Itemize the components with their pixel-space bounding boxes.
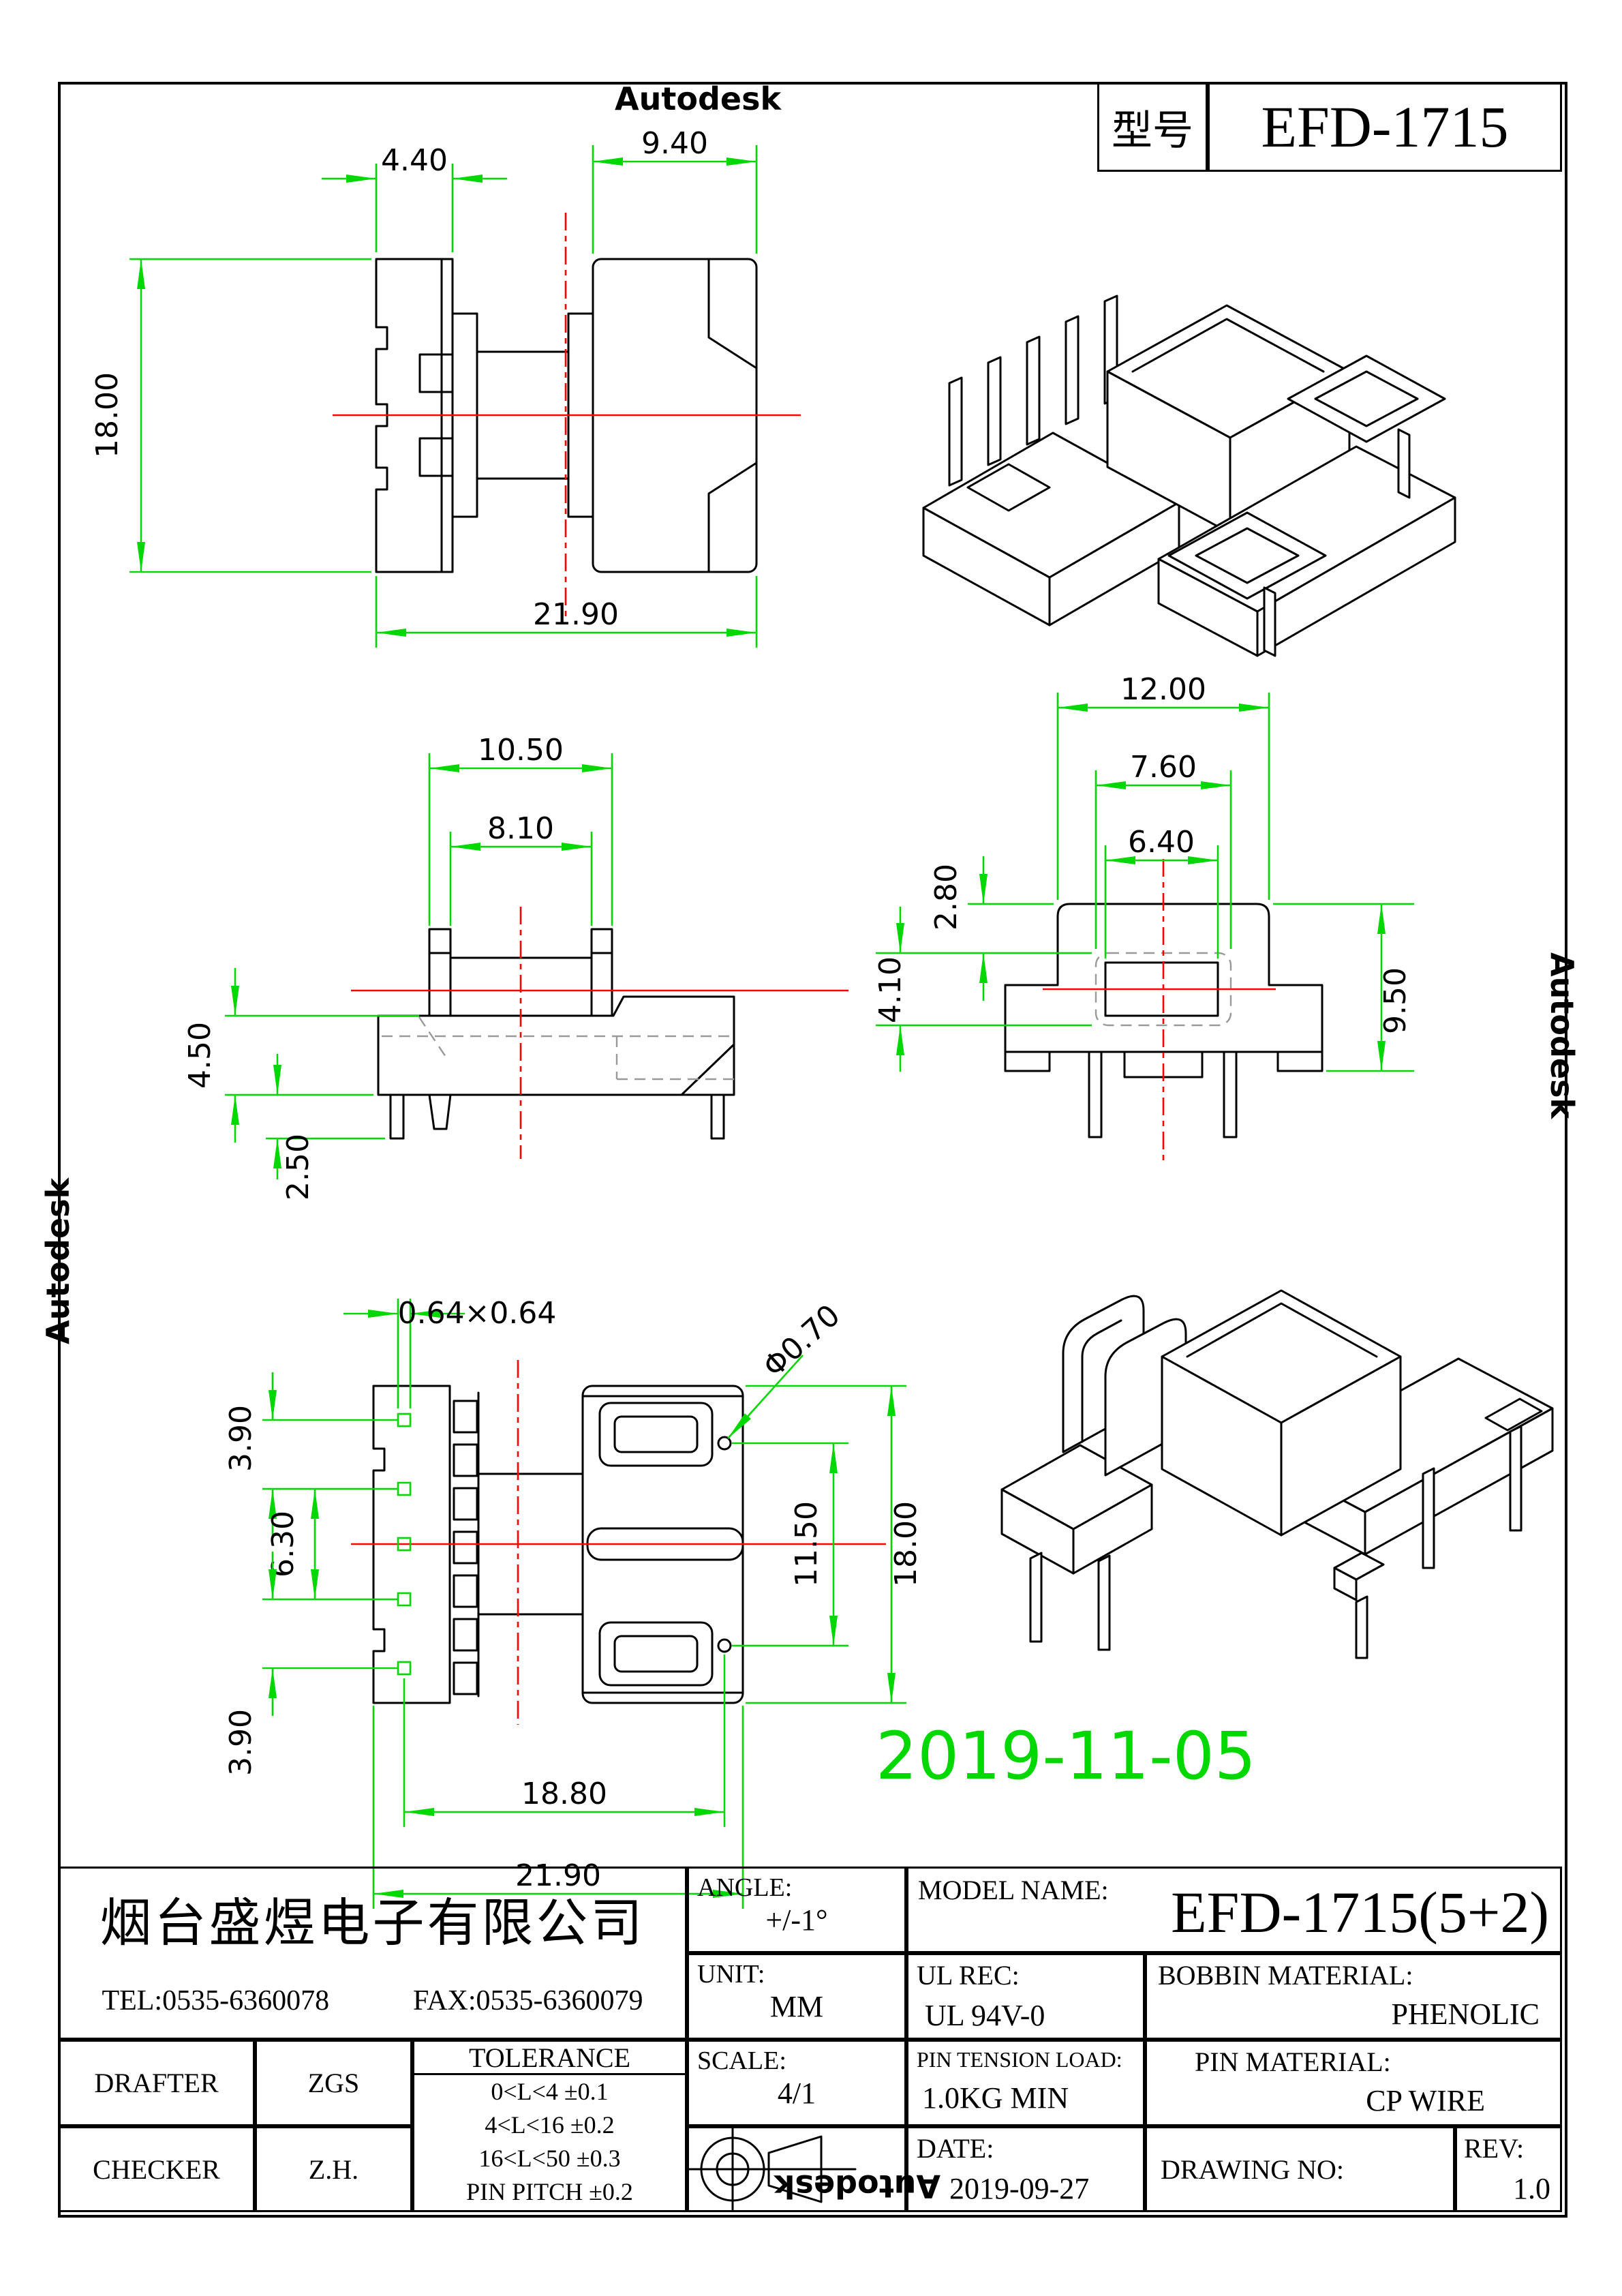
tolerance-cell: TOLERANCE 0<L<4 ±0.1 4<L<16 ±0.2 16<L<50… <box>412 2040 687 2212</box>
autodesk-watermark-bottom: Autodesk <box>774 2168 940 2205</box>
rev-cell: REV: 1.0 <box>1455 2126 1562 2212</box>
front-view: 12.00 7.60 6.40 2.80 4.10 <box>873 672 1414 1162</box>
ul-rec-label: UL REC: <box>917 1960 1020 1991</box>
pin-tension-cell: PIN TENSION LOAD: 1.0KG MIN <box>906 2040 1145 2126</box>
tolerance-header: TOLERANCE <box>414 2042 685 2075</box>
drawing-no-label: DRAWING NO: <box>1161 2154 1344 2185</box>
dim-bottom-18-00: 18.00 <box>889 1501 923 1587</box>
scale-value: 4/1 <box>777 2076 816 2110</box>
dim-front-12-00: 12.00 <box>1120 672 1206 707</box>
scale-cell: SCALE: 4/1 <box>687 2040 906 2126</box>
model-name-label: MODEL NAME: <box>918 1875 1109 1905</box>
dim-side-8-10: 8.10 <box>487 811 554 846</box>
dim-side-2-50: 2.50 <box>281 1134 316 1200</box>
model-box-label: 型号 <box>1112 108 1193 153</box>
drawing-frame <box>58 82 1567 2218</box>
dim-bottom-hole: Φ0.70 <box>756 1298 847 1385</box>
bobbin-material-value: PHENOLIC <box>1391 1997 1540 2031</box>
date-label: DATE: <box>917 2133 994 2164</box>
bobbin-material-cell: BOBBIN MATERIAL: PHENOLIC <box>1145 1953 1562 2040</box>
iso-view-lower <box>1000 1289 1554 1659</box>
dim-bottom-pin-square: 0.64×0.64 <box>398 1296 557 1331</box>
side-view: 10.50 8.10 4.50 2.50 <box>183 733 848 1200</box>
model-box-value: EFD-1715 <box>1261 94 1509 160</box>
dim-top-21-90: 21.90 <box>533 597 619 632</box>
date-value: 2019-09-27 <box>949 2172 1090 2205</box>
dim-side-4-50: 4.50 <box>183 1022 217 1089</box>
projection-symbol <box>686 2127 857 2211</box>
ul-rec-cell: UL REC: UL 94V-0 <box>906 1953 1145 2040</box>
autodesk-watermark-top: Autodesk <box>615 80 782 117</box>
tolerance-row: PIN PITCH ±0.2 <box>466 2178 633 2205</box>
rev-label: REV: <box>1464 2133 1525 2164</box>
company-cell: 烟台盛煜电子有限公司 TEL:0535-6360078 FAX:0535-636… <box>58 1867 687 2040</box>
pin-material-value: CP WIRE <box>1366 2084 1485 2117</box>
dim-bottom-6-30: 6.30 <box>266 1511 301 1577</box>
scale-label: SCALE: <box>697 2046 786 2075</box>
tolerance-row: 0<L<4 ±0.1 <box>491 2078 609 2105</box>
dim-side-10-50: 10.50 <box>478 733 564 768</box>
drafter-label-cell: DRAFTER <box>58 2040 255 2126</box>
autodesk-watermark-right: Autodesk <box>1544 952 1580 1119</box>
pin-material-cell: PIN MATERIAL: CP WIRE <box>1145 2040 1562 2126</box>
dim-front-4-10: 4.10 <box>873 956 908 1023</box>
pin-tension-label: PIN TENSION LOAD: <box>917 2047 1122 2072</box>
tolerance-row: 16<L<50 ±0.3 <box>478 2145 621 2172</box>
bottom-view: 0.64×0.64 Φ0.70 3.90 6.30 3.90 18.80 <box>224 1296 923 1909</box>
tolerance-row: 4<L<16 ±0.2 <box>485 2111 615 2139</box>
model-name-cell: MODEL NAME: EFD-1715(5+2) <box>906 1867 1562 1953</box>
ul-rec-value: UL 94V-0 <box>925 1999 1045 2032</box>
pin-tension-value: 1.0KG MIN <box>922 2081 1069 2115</box>
dim-bottom-3-90-top: 3.90 <box>224 1405 258 1472</box>
date-cell: DATE: 2019-09-27 <box>906 2126 1145 2212</box>
dim-bottom-11-50: 11.50 <box>789 1501 824 1587</box>
dim-front-7-60: 7.60 <box>1130 750 1197 785</box>
dim-bottom-3-90-bottom: 3.90 <box>224 1709 258 1776</box>
model-box-value-cell: EFD-1715 <box>1208 82 1562 172</box>
angle-cell: ANGLE: +/-1° <box>687 1867 906 1953</box>
dim-front-6-40: 6.40 <box>1128 825 1195 860</box>
bobbin-material-label: BOBBIN MATERIAL: <box>1158 1960 1413 1991</box>
company-fax: FAX:0535-6360079 <box>412 1985 643 2016</box>
autodesk-watermark-left: Autodesk <box>40 1177 76 1344</box>
unit-cell: UNIT: MM <box>687 1953 906 2040</box>
dim-top-9-40: 9.40 <box>641 126 708 161</box>
dim-front-2-80: 2.80 <box>929 864 964 931</box>
company-name: 烟台盛煜电子有限公司 <box>100 1895 645 1952</box>
model-name-value: EFD-1715(5+2) <box>1171 1879 1549 1945</box>
company-tel: TEL:0535-6360078 <box>102 1985 330 2016</box>
drawing-no-cell: DRAWING NO: <box>1145 2126 1455 2212</box>
top-view: 4.40 9.40 18.00 21.90 <box>90 126 801 648</box>
unit-value: MM <box>769 1990 824 2023</box>
checker-label-cell: CHECKER <box>58 2126 255 2212</box>
revision-date-stamp: 2019-11-05 <box>876 1718 1256 1794</box>
dim-front-9-50: 9.50 <box>1378 967 1413 1034</box>
dim-bottom-18-80: 18.80 <box>521 1777 607 1811</box>
checker-value-cell: Z.H. <box>255 2126 412 2212</box>
model-box-label-cell: 型号 <box>1097 82 1208 172</box>
dim-top-18-00: 18.00 <box>90 372 125 458</box>
dim-top-4-40: 4.40 <box>381 143 448 178</box>
angle-label: ANGLE: <box>697 1873 793 1902</box>
pin-material-label: PIN MATERIAL: <box>1195 2046 1391 2077</box>
angle-value: +/-1° <box>765 1903 828 1937</box>
drafter-value-cell: ZGS <box>255 2040 412 2126</box>
dim-bottom-21-90: 21.90 <box>515 1858 601 1893</box>
unit-label: UNIT: <box>697 1960 765 1989</box>
iso-view-upper <box>922 294 1456 657</box>
projection-symbol-cell <box>687 2126 906 2212</box>
rev-value: 1.0 <box>1513 2172 1550 2205</box>
